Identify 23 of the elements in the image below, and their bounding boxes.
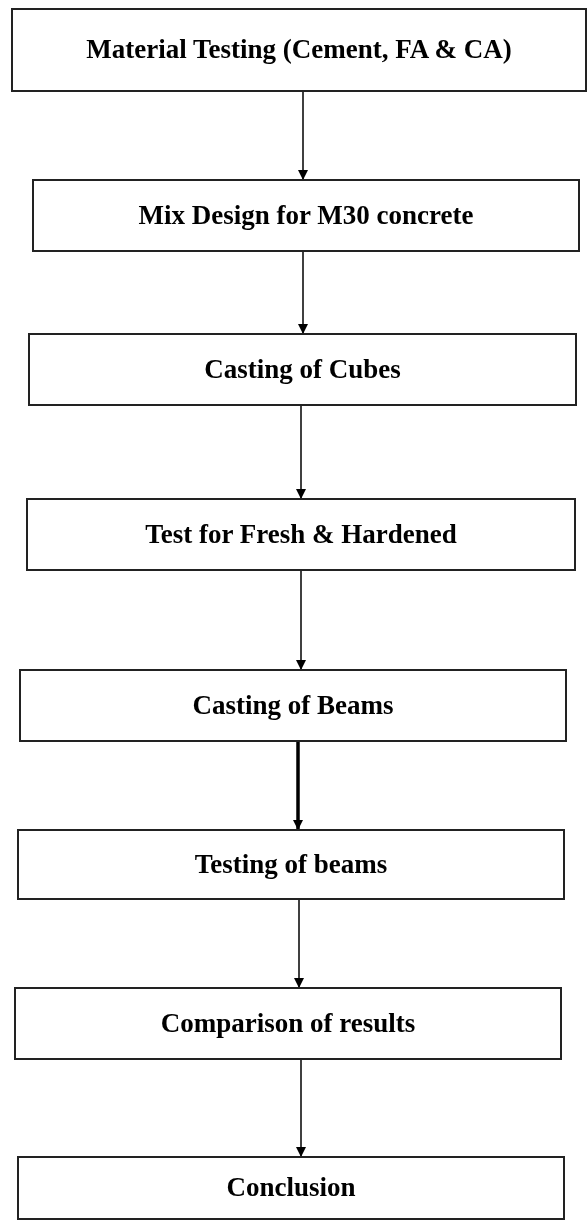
step-label: Comparison of results: [160, 1006, 416, 1040]
process-box: [26, 498, 576, 571]
process-box: [14, 987, 562, 1060]
step-label: Mix Design for M30 concrete: [138, 198, 474, 232]
arrow: [296, 570, 306, 670]
step-label: Casting of Beams: [192, 688, 394, 722]
arrow: [296, 405, 306, 499]
step-label: Material Testing (Cement, FA & CA): [86, 33, 512, 67]
process-box: [17, 829, 565, 900]
arrow: [298, 91, 308, 180]
step-label: Casting of Cubes: [204, 352, 401, 386]
arrow: [293, 742, 303, 830]
arrow: [294, 899, 304, 988]
step-label: Conclusion: [226, 1171, 356, 1205]
process-box: [28, 333, 577, 406]
process-box: [17, 1156, 565, 1220]
arrow: [298, 251, 308, 334]
process-box: [11, 8, 587, 92]
step-label: Testing of beams: [194, 847, 388, 881]
process-box: [19, 669, 567, 742]
arrow: [296, 1059, 306, 1157]
step-label: Test for Fresh & Hardened: [145, 517, 457, 551]
process-box: [32, 179, 580, 252]
